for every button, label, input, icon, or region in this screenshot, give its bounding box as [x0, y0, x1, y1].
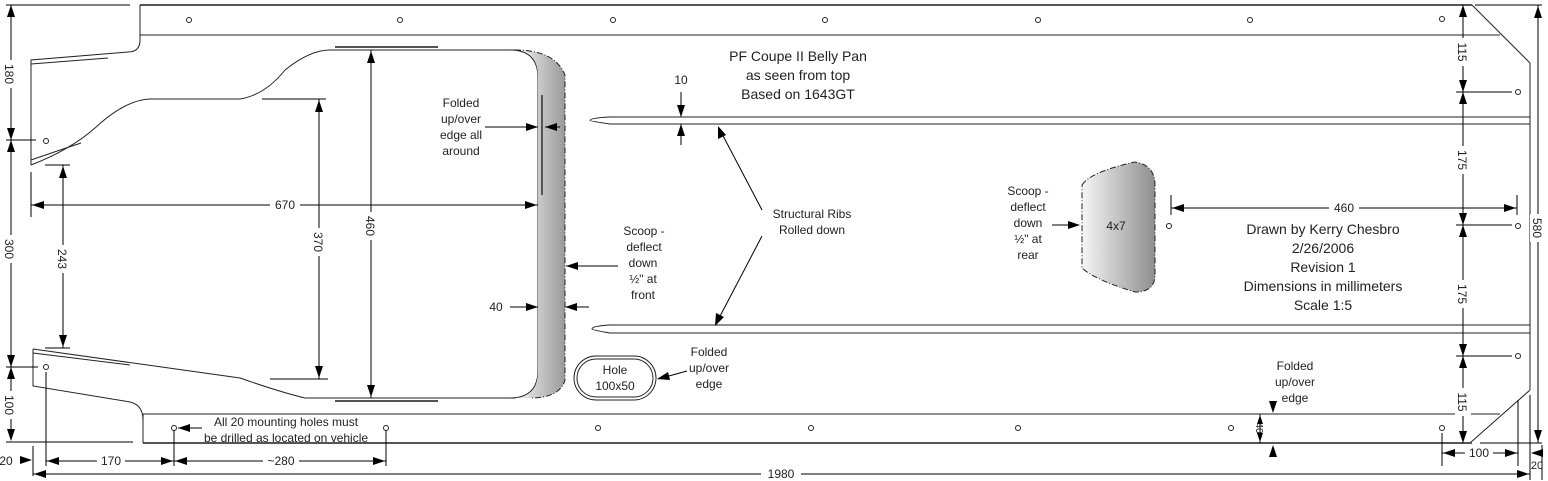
note-line: up/over	[1275, 375, 1315, 389]
rear-scoop: 4x7	[1081, 161, 1156, 293]
mounting-holes	[43, 16, 1521, 431]
hole-100x50: Hole 100x50	[573, 355, 657, 401]
front-scoop	[514, 49, 566, 399]
scale-note: Scale 1:5	[1294, 297, 1353, 313]
dim-10: 10	[674, 73, 688, 87]
mounting-hole	[1439, 16, 1445, 22]
note-line: Rolled down	[779, 223, 845, 237]
dim-115-bottom: 115	[1455, 392, 1469, 411]
mounting-hole	[595, 425, 601, 431]
units-note: Dimensions in millimeters	[1244, 278, 1403, 294]
note-line: up/over	[689, 361, 729, 375]
dim-580: 580	[1530, 218, 1544, 238]
note-line: edge	[696, 377, 723, 391]
note-scoop-front: Scoop - deflect down ½" at front	[623, 224, 664, 302]
dim-115-top: 115	[1455, 42, 1469, 61]
note-line: up/over	[441, 112, 481, 126]
note-line: ½" at	[1014, 232, 1042, 246]
dim-280: ~280	[267, 454, 294, 468]
note-structural-ribs: Structural Ribs Rolled down	[773, 207, 852, 237]
mounting-hole	[610, 17, 616, 23]
note-line: Folded	[691, 345, 728, 359]
dim-180: 180	[2, 64, 16, 84]
hole-label: Hole	[603, 363, 628, 377]
note-line: down	[1014, 216, 1043, 230]
dim-20-left: 20	[0, 454, 13, 468]
note-line: edge all	[440, 128, 482, 142]
dim-100-right: 100	[1469, 446, 1489, 460]
mounting-hole	[397, 17, 403, 23]
title-block: Drawn by Kerry Chesbro 2/26/2006 Revisio…	[1244, 221, 1403, 313]
note-line: down	[629, 256, 658, 270]
dim-175-bottom: 175	[1455, 284, 1469, 304]
mounting-hole	[1515, 353, 1521, 359]
note-scoop-rear: Scoop - deflect down ½" at rear	[1007, 184, 1048, 262]
note-line: deflect	[626, 240, 662, 254]
title-line-1: PF Coupe II Belly Pan	[729, 48, 867, 64]
mounting-hole	[822, 17, 828, 23]
dim-300: 300	[2, 239, 16, 259]
dim-100: 100	[2, 395, 16, 415]
note-line: edge	[1282, 391, 1309, 405]
mounting-hole	[383, 425, 389, 431]
mounting-hole	[1228, 425, 1234, 431]
note-mounting-holes: All 20 mounting holes must be drilled as…	[204, 415, 368, 445]
note-folded-hole: Folded up/over edge	[689, 345, 729, 391]
mounting-hole	[186, 17, 192, 23]
mounting-hole	[1439, 425, 1445, 431]
note-line: Scoop -	[623, 224, 664, 238]
mounting-hole	[1035, 17, 1041, 23]
note-line: around	[442, 144, 479, 158]
mounting-hole	[1166, 223, 1172, 229]
mounting-hole	[1247, 17, 1253, 23]
mounting-hole	[171, 425, 177, 431]
title-line-3: Based on 1643GT	[741, 86, 855, 102]
note-line: rear	[1017, 248, 1038, 262]
note-line: ½" at	[629, 272, 657, 286]
note-folded-all-around: Folded up/over edge all around	[440, 96, 482, 158]
dim-175-top: 175	[1455, 150, 1469, 170]
hole-size: 100x50	[595, 379, 635, 393]
drawn-by: Drawn by Kerry Chesbro	[1246, 221, 1399, 237]
dimensions: 180 300 100 243 670 370 460	[0, 4, 1546, 481]
drawing-date: 2/26/2006	[1292, 240, 1354, 256]
mounting-hole	[43, 364, 49, 370]
note-line: Folded	[443, 96, 480, 110]
title-line-2: as seen from top	[746, 67, 850, 83]
note-line: front	[631, 288, 656, 302]
dim-20-right: 20	[1531, 460, 1543, 472]
drawing-title: PF Coupe II Belly Pan as seen from top B…	[729, 48, 867, 102]
note-line: be drilled as located on vehicle	[204, 431, 368, 445]
dim-460-horizontal: 460	[1334, 201, 1354, 215]
rear-scoop-size: 4x7	[1106, 219, 1126, 233]
mounting-hole	[43, 138, 49, 144]
note-folded-bottom: Folded up/over edge	[1275, 359, 1315, 405]
mounting-hole	[1515, 223, 1521, 229]
dim-40: 40	[489, 300, 503, 314]
dim-flange-40: 40	[1253, 422, 1264, 434]
mounting-hole	[1515, 89, 1521, 95]
dim-1980: 1980	[768, 467, 795, 481]
structural-ribs	[589, 116, 1531, 334]
mounting-hole	[1015, 425, 1021, 431]
dim-243: 243	[55, 249, 69, 269]
revision: Revision 1	[1290, 259, 1356, 275]
note-line: Folded	[1277, 359, 1314, 373]
dim-460-vertical: 460	[363, 216, 377, 236]
note-line: All 20 mounting holes must	[214, 415, 359, 429]
mounting-hole	[808, 425, 814, 431]
dim-170: 170	[101, 454, 121, 468]
note-line: Scoop -	[1007, 184, 1048, 198]
note-line: Structural Ribs	[773, 207, 852, 221]
note-line: deflect	[1010, 200, 1046, 214]
dim-370: 370	[311, 232, 325, 252]
dim-670: 670	[275, 198, 295, 212]
